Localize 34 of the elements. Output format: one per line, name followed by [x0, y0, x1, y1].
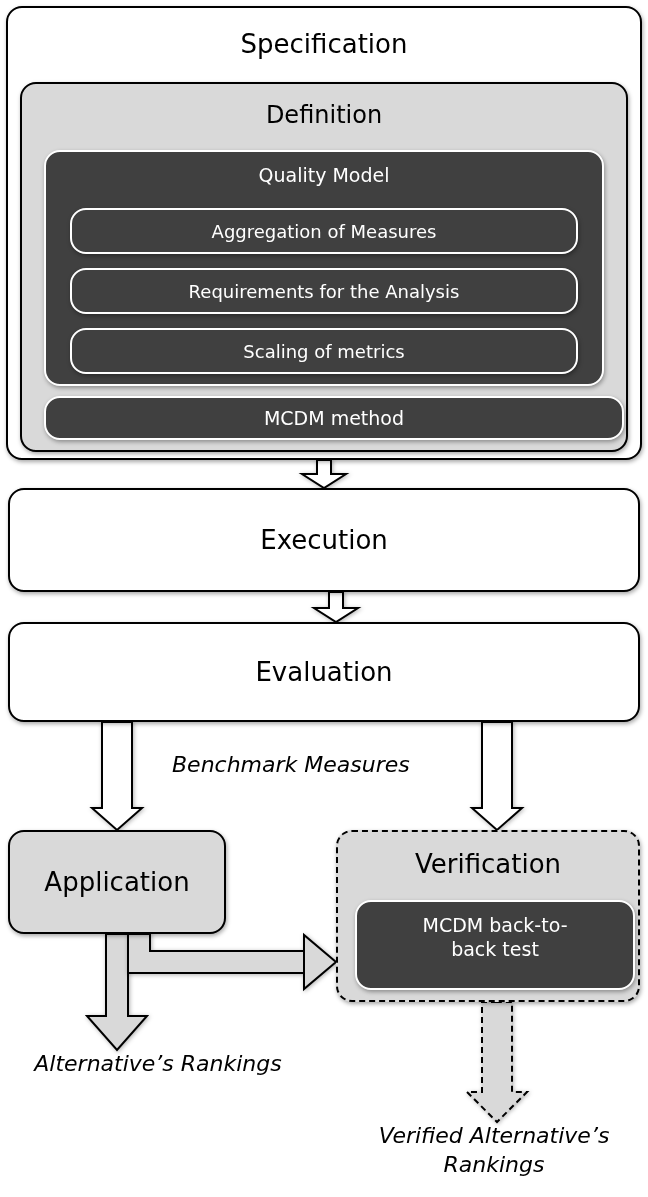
box-title: Requirements for the Analysis: [187, 281, 461, 304]
component-box: [70, 328, 578, 374]
block-arrow: [127, 932, 338, 992]
box-title: Quality Model: [257, 164, 391, 188]
model-box: [44, 150, 604, 386]
block-arrow: [469, 721, 525, 832]
box-title: Scaling of metrics: [242, 341, 406, 364]
process-box: [20, 82, 628, 452]
process-box: [8, 488, 640, 592]
box-title: MCDM method: [262, 407, 406, 431]
box-title: Aggregation of Measures: [210, 221, 438, 244]
component-box: [44, 396, 624, 440]
block-arrow: [310, 591, 362, 624]
output-label: Alternative’s Rankings: [8, 1050, 308, 1086]
flow-label: Benchmark Measures: [172, 752, 410, 777]
box-title: Execution: [259, 524, 389, 557]
block-arrow: [84, 933, 150, 1052]
process-box: [8, 622, 640, 722]
box-title: Specification: [239, 28, 409, 61]
box-title: Verification: [413, 848, 563, 881]
output-label: Verified Alternative’s Rankings: [340, 1122, 648, 1192]
block-arrow: [464, 1001, 530, 1124]
block-arrow: [298, 459, 350, 490]
process-box: [6, 6, 642, 460]
process-box: [8, 830, 226, 934]
box-title: Definition: [264, 100, 384, 130]
component-box: [70, 208, 578, 254]
component-box: [70, 268, 578, 314]
block-arrow: [89, 721, 145, 832]
box-title: Evaluation: [254, 656, 394, 689]
component-box: [355, 900, 635, 990]
verification-box: [336, 830, 640, 1002]
box-title: MCDM back-to-back test: [421, 914, 569, 962]
box-title: Application: [43, 866, 191, 899]
